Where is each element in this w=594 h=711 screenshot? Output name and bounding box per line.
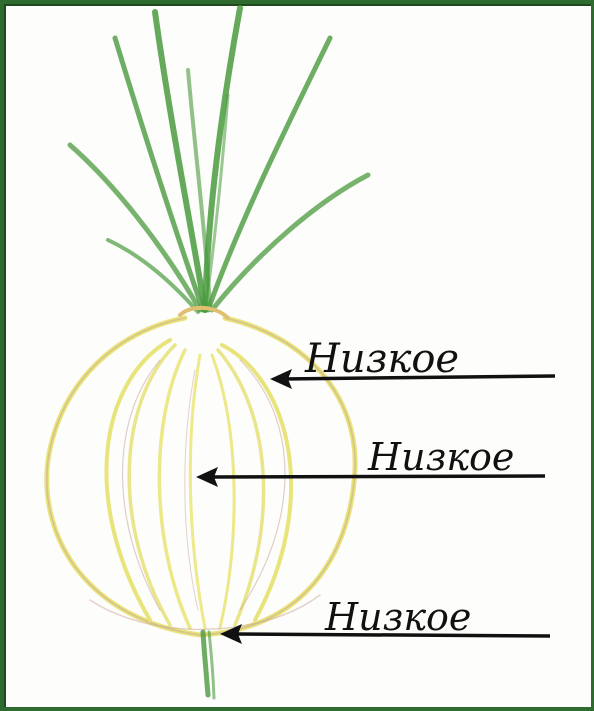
onion-root <box>203 632 214 698</box>
leaves <box>70 8 368 312</box>
label-middle: Низкое <box>367 435 514 479</box>
label-bottom: Низкое <box>324 595 471 639</box>
label-top: Низкое <box>304 336 459 382</box>
